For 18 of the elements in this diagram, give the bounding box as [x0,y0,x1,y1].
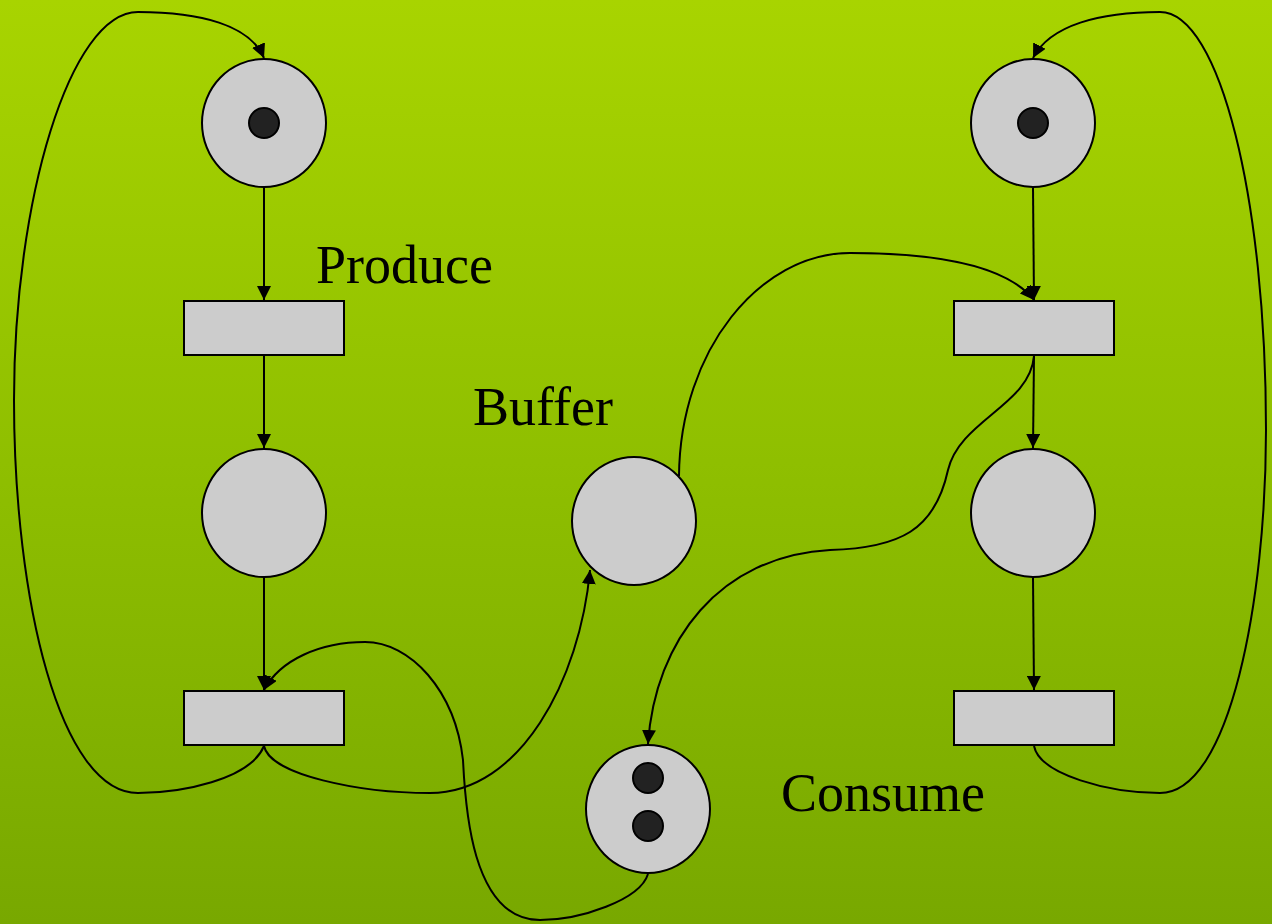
transition-bar [953,300,1115,356]
transition-bar [183,300,345,356]
arc-arrow [1026,577,1041,691]
transition-label: Produce [316,238,493,292]
arc-arrow [263,569,596,794]
arc-arrow [1032,11,1267,794]
arc-arrow [678,252,1035,477]
transition-bar [183,690,345,746]
arc-arrow [257,187,271,301]
transition-bar [953,690,1115,746]
arc-arrow [13,11,265,794]
arc-arrow [263,641,649,921]
arc-arrow [642,355,1035,745]
arc-arrow [257,577,271,691]
arc-arrow [1026,187,1041,301]
place-label: Buffer [473,380,613,434]
arc-arrow [257,355,271,449]
transition-label: Consume [781,766,985,820]
